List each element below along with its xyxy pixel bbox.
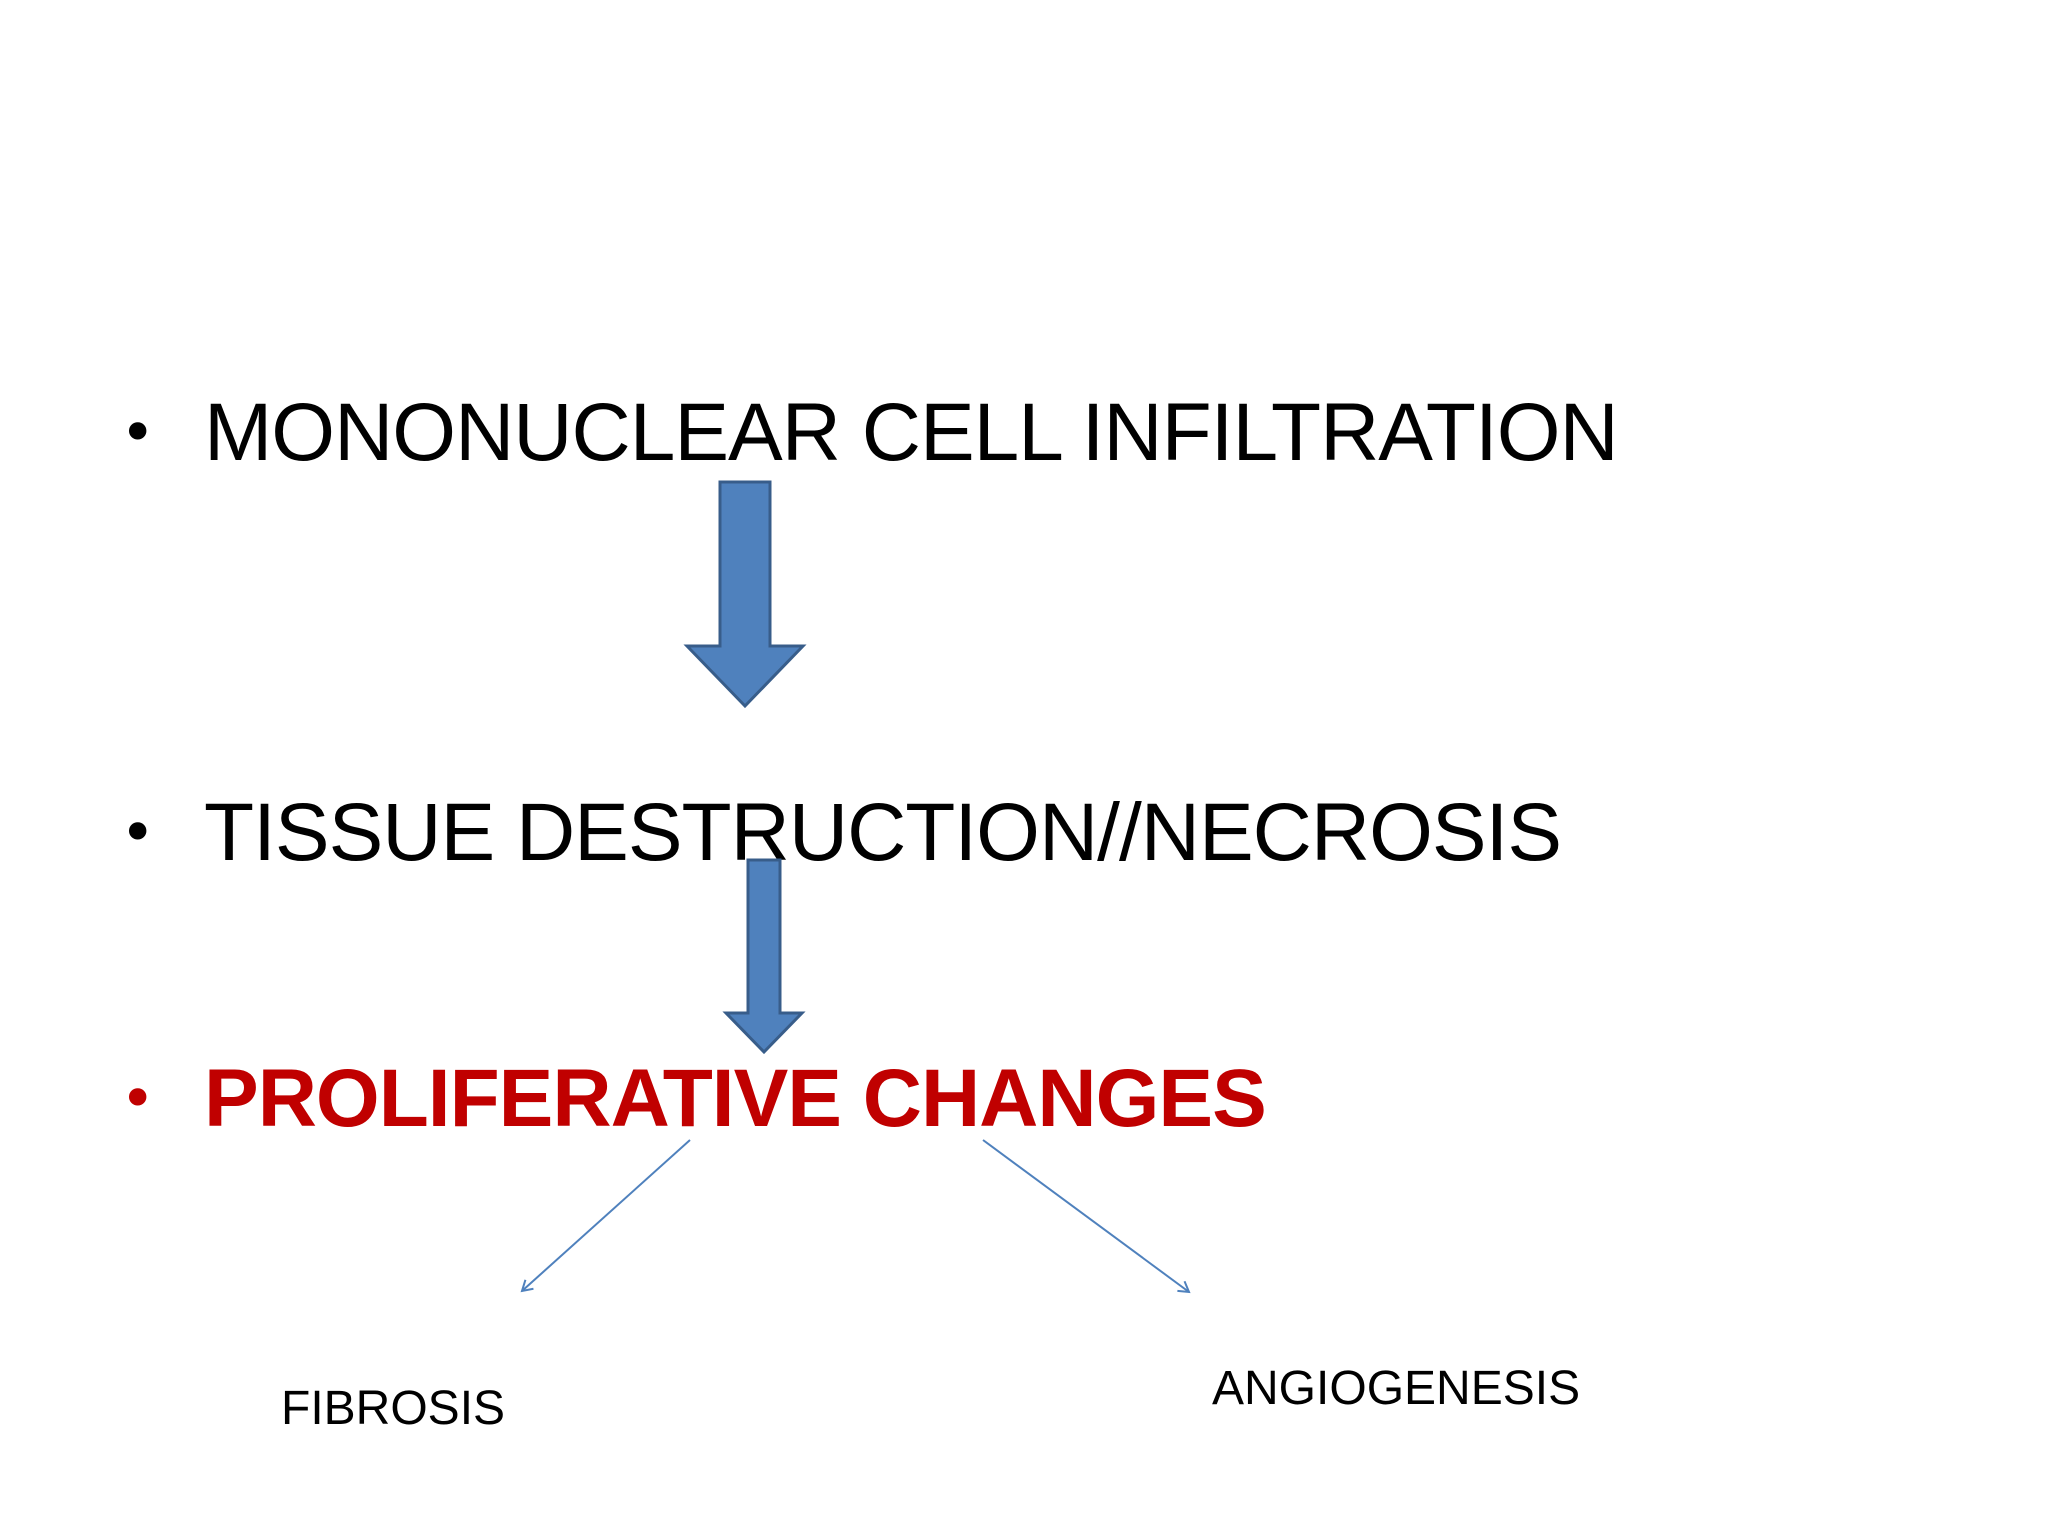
bullet-text: TISSUE DESTRUCTION//NECROSIS [204, 787, 1562, 878]
branch-arrow-left-icon [520, 1139, 691, 1293]
bullet-text: MONONUCLEAR CELL INFILTRATION [204, 387, 1619, 478]
bullet-item-tissue-destruction: • TISSUE DESTRUCTION//NECROSIS [120, 787, 1562, 878]
branch-arrow-right-icon [982, 1139, 1191, 1294]
bullet-marker: • [120, 1064, 156, 1134]
bullet-item-proliferative: • PROLIFERATIVE CHANGES [120, 1053, 1267, 1144]
branch-label-fibrosis: FIBROSIS [281, 1382, 506, 1435]
down-arrow-large-icon [683, 480, 807, 709]
bullet-marker: • [120, 398, 156, 468]
bullet-text: PROLIFERATIVE CHANGES [204, 1053, 1267, 1144]
bullet-marker: • [120, 798, 156, 868]
bullet-item-mononuclear: • MONONUCLEAR CELL INFILTRATION [120, 387, 1619, 478]
branch-label-angiogenesis: ANGIOGENESIS [1212, 1362, 1581, 1415]
down-arrow-small-icon [722, 858, 806, 1055]
